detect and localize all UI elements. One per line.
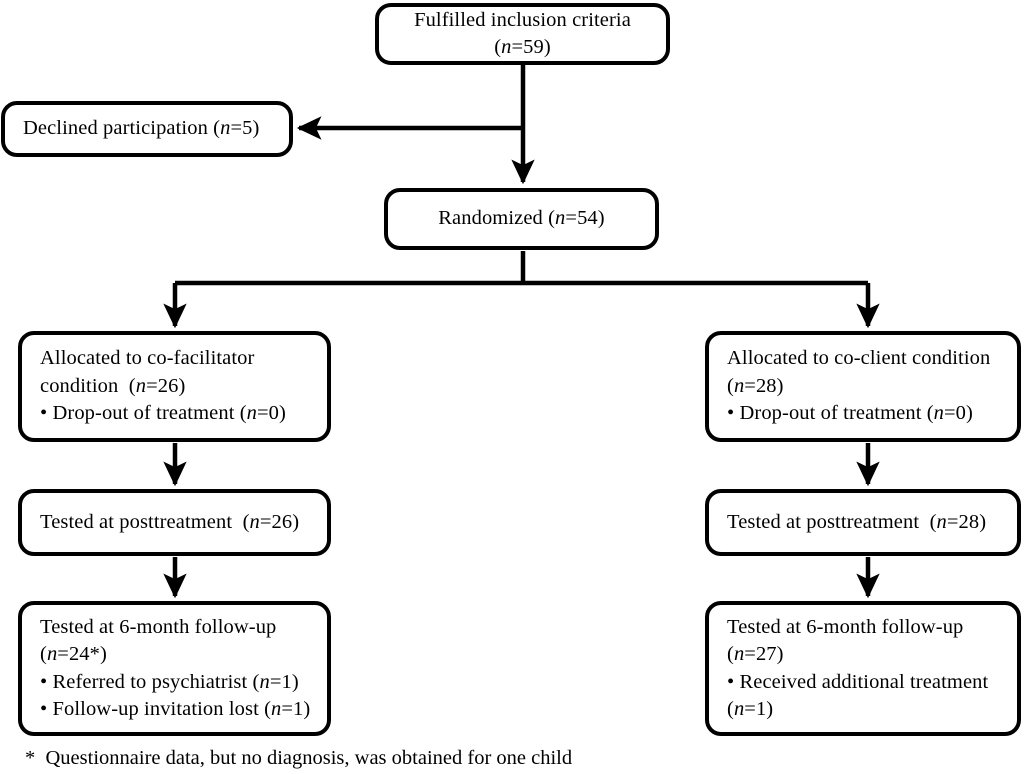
- diagram-footnote: * Questionnaire data, but no diagnosis, …: [25, 747, 573, 769]
- node-fulfilled-inclusion-criteria: Fulfilled inclusion criteria (n=59): [375, 3, 670, 65]
- follow-left-invitation-lost-item: • Follow-up invitation lost (n=1): [40, 697, 311, 720]
- follow-right-line-2: (n=27): [727, 643, 784, 666]
- randomized-line-1: Randomized (n=54): [438, 207, 605, 230]
- node-tested-followup-left: Tested at 6-month follow-up (n=24*) • Re…: [18, 601, 331, 736]
- alloc-left-line-1: Allocated to co-facilitator: [40, 347, 255, 370]
- alloc-left-dropout-item: • Drop-out of treatment (n=0): [40, 402, 286, 425]
- node-tested-posttreatment-right: Tested at posttreatment (n=28): [705, 489, 1021, 556]
- follow-right-additional-treatment-item: • Received additional treatment: [727, 670, 989, 693]
- post-right-line-1: Tested at posttreatment (n=28): [727, 510, 987, 533]
- follow-right-line-4: (n=1): [727, 697, 774, 720]
- alloc-right-line-2: (n=28): [727, 374, 784, 397]
- alloc-right-dropout-item: • Drop-out of treatment (n=0): [727, 402, 973, 425]
- follow-left-line-1: Tested at 6-month follow-up: [40, 615, 277, 638]
- alloc-right-line-1: Allocated to co-client condition: [727, 347, 991, 370]
- follow-left-line-2: (n=24*): [40, 643, 107, 666]
- connector-randomized-split: [163, 251, 880, 329]
- node-tested-followup-right: Tested at 6-month follow-up (n=27) • Rec…: [705, 601, 1021, 736]
- declined-line-1: Declined participation (n=5): [23, 117, 260, 140]
- inclusion-line-2: (n=59): [494, 36, 551, 58]
- follow-right-line-1: Tested at 6-month follow-up: [727, 615, 964, 638]
- alloc-left-line-2: condition (n=26): [40, 374, 186, 397]
- node-declined-participation: Declined participation (n=5): [1, 101, 293, 157]
- follow-left-referred-item: • Referred to psychiatrist (n=1): [40, 670, 299, 693]
- node-randomized: Randomized (n=54): [384, 188, 659, 250]
- inclusion-line-1: Fulfilled inclusion criteria: [414, 8, 631, 31]
- node-tested-posttreatment-left: Tested at posttreatment (n=26): [18, 489, 331, 556]
- post-left-line-1: Tested at posttreatment (n=26): [40, 510, 300, 533]
- node-allocated-co-client: Allocated to co-client condition (n=28) …: [705, 331, 1021, 442]
- node-allocated-co-facilitator: Allocated to co-facilitator condition (n…: [18, 331, 331, 442]
